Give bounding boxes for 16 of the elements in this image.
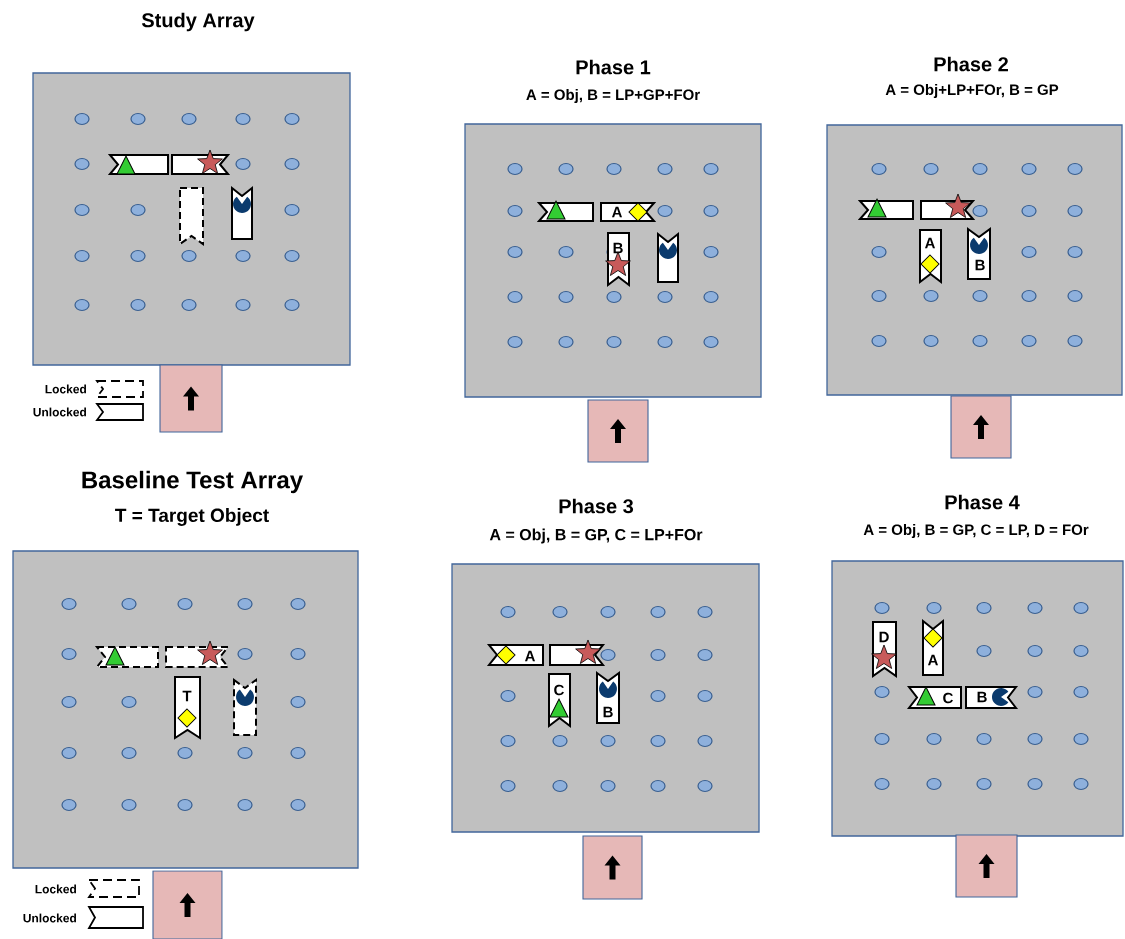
panel-subtitle: A = Obj, B = LP+GP+FOr bbox=[526, 89, 700, 103]
panel-subtitle: A = Obj, B = GP, C = LP+FOr bbox=[489, 528, 703, 544]
legend-label: Locked bbox=[45, 384, 86, 394]
panel-title: Phase 4 bbox=[945, 494, 1020, 510]
legend-label: Unlocked bbox=[23, 913, 76, 923]
panel-subtitle: T = Target Object bbox=[115, 508, 269, 526]
panel-title: Study Array bbox=[141, 12, 255, 32]
panel-title: Phase 2 bbox=[934, 56, 1008, 72]
legend-label: Unlocked bbox=[33, 407, 86, 417]
panel-title: Phase 3 bbox=[559, 498, 634, 514]
panel-subtitle: A = Obj, B = GP, C = LP, D = FOr bbox=[863, 524, 1089, 538]
panel-title: Phase 1 bbox=[576, 59, 651, 75]
panel-title: Baseline Test Array bbox=[82, 470, 303, 494]
legend-label: Locked bbox=[35, 884, 76, 894]
bar-token bbox=[179, 187, 204, 246]
panel-subtitle: A = Obj+LP+FOr, B = GP bbox=[885, 84, 1059, 98]
